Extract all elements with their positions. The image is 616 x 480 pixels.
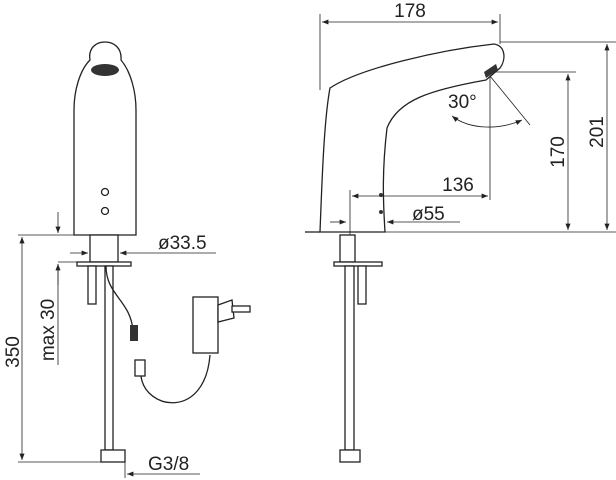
sensor-dot [100, 206, 110, 216]
spout-outlet-icon [484, 64, 498, 78]
plug-body [217, 299, 235, 323]
adapter-connector [134, 359, 146, 377]
label-angle: 30° [448, 92, 477, 113]
label-thread: G3/8 [148, 454, 189, 475]
side-rod [357, 265, 367, 305]
supply-hose [104, 265, 114, 451]
side-nut [339, 449, 361, 463]
sensor-dot [100, 187, 110, 197]
side-hose [344, 265, 355, 451]
adapter-cable [140, 354, 211, 404]
front-body [73, 41, 137, 236]
power-adapter [192, 296, 219, 354]
side-view: 178 201 170 30° 136 ø55 [305, 1, 616, 463]
threaded-rod [87, 265, 97, 305]
mounting-plate [76, 261, 132, 267]
side-body [319, 43, 505, 233]
label-width: 178 [394, 1, 426, 22]
label-height-spout: 170 [548, 136, 569, 168]
aerator-icon [91, 64, 119, 76]
plug-pins [231, 305, 251, 313]
sensor-dot [379, 210, 383, 214]
label-height-total: 201 [587, 116, 608, 148]
label-reach: 136 [442, 175, 474, 196]
side-stems [339, 234, 356, 263]
label-hole-diameter: ø33.5 [158, 233, 207, 254]
label-max-deck: max 30 [38, 299, 59, 361]
dim-angle [451, 115, 523, 128]
label-hose-length: 350 [3, 336, 24, 368]
sensor-cable [105, 265, 134, 331]
front-view: 350 max 30 ø33.5 G3/8 [3, 41, 251, 478]
cable-connector [130, 325, 138, 341]
label-base-diameter: ø55 [412, 204, 445, 225]
hose-nut [100, 449, 126, 463]
mounting-stems [89, 234, 119, 263]
